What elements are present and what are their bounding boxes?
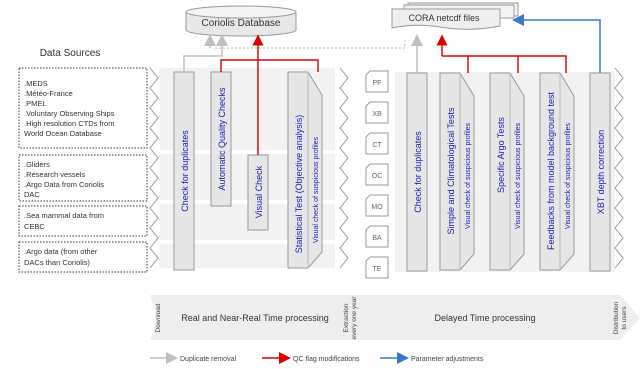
source-line: DACs than Coriolis) (24, 258, 90, 267)
rt-processing-label: Real and Near-Real Time processing (181, 313, 329, 323)
file-icon-te: TE (365, 256, 389, 279)
duplicate-dotted-line (215, 38, 406, 49)
visual-check-suspicious-label: Visual check of suspicious profiles (465, 122, 472, 229)
svg-text:.Argo data (from other D: .Argo data (from other DACs than Corioli… (24, 247, 99, 267)
source-line: DAC (24, 190, 40, 199)
statistical-test-label: Statistical Test (Objective analysis) (294, 115, 304, 253)
source-line: .Sea mammal data from (24, 211, 104, 220)
visual-check-label: Visual Check (254, 165, 264, 218)
data-source-group-1: .MEDS .Météo-France .PMEL .Voluntary Obs… (18, 67, 148, 149)
file-type-icons: PF XB CT OC MO BA TE (365, 70, 389, 279)
specific-argo-box: Specific Argo Tests Visual check of susp… (489, 72, 525, 271)
svg-text:OC: OC (372, 173, 383, 180)
zigzag-left (149, 67, 159, 269)
download-label: Download (155, 303, 162, 332)
svg-text:XB: XB (372, 111, 382, 118)
file-icon-pf: PF (365, 70, 389, 93)
simple-climatological-box: Simple and Climatological Tests Visual c… (439, 72, 475, 271)
source-line: .High resolution CTDs from (24, 119, 114, 128)
legend: Duplicate removal QC flag modifications … (150, 352, 484, 364)
source-line: .Météo-France (24, 89, 73, 98)
cora-files-label: CORA netcdf files (408, 13, 480, 23)
visual-check-suspicious-label: Visual check of suspicious profiles (565, 122, 572, 229)
visual-check-suspicious-rt-label: Visual check of suspicious profiles (313, 136, 320, 243)
arrows-to-cora (411, 14, 601, 73)
automatic-qc-box: Automatic Quality Checks (210, 71, 232, 207)
source-line: .Voluntary Observing Ships (24, 109, 115, 118)
dt-processing-label: Delayed Time processing (434, 313, 535, 323)
automatic-qc-label: Automatic Quality Checks (217, 87, 227, 191)
source-line: .MEDS (24, 79, 48, 88)
specific-argo-label: Specific Argo Tests (496, 117, 506, 193)
data-source-group-4: .Argo data (from other DACs than Corioli… (18, 241, 148, 273)
svg-text:TE: TE (373, 266, 382, 273)
svg-text:CT: CT (372, 142, 382, 149)
check-duplicates-dt-label: Check for duplicates (413, 131, 423, 213)
simple-climatological-label: Simple and Climatological Tests (446, 107, 456, 234)
data-sources-title: Data Sources (40, 48, 101, 59)
visual-check-box: Visual Check (247, 154, 269, 231)
check-duplicates-rt-box: Check for duplicates (173, 71, 195, 271)
legend-duplicate-label: Duplicate removal (180, 356, 236, 363)
arrows-to-coriolis (183, 34, 319, 155)
feedbacks-label: Feedbacks from model background test (546, 91, 556, 250)
extraction-label-1: Extraction (343, 303, 350, 332)
legend-param-label: Parameter adjustments (411, 356, 484, 363)
file-icon-ba: BA (365, 225, 389, 248)
coriolis-database: Coriolis Database (185, 5, 297, 37)
data-source-group-2: .Gliders .Research vessels .Argo Data fr… (18, 154, 148, 202)
svg-text:.MEDS .Météo-France: .MEDS .Météo-France .PMEL .Voluntary Obs… (24, 79, 117, 138)
svg-text:PF: PF (373, 80, 382, 87)
source-line: CEBC (24, 222, 45, 231)
xbt-correction-box: XBT depth correction (589, 72, 611, 272)
xbt-correction-label: XBT depth correction (596, 130, 606, 214)
file-icon-mo: MO (365, 194, 389, 217)
svg-text:.Sea mammal data from CE: .Sea mammal data from CEBC (24, 211, 106, 231)
visual-check-suspicious-label: Visual check of suspicious profiles (515, 122, 522, 229)
zigzag-right (614, 67, 624, 269)
source-line: .Research vessels (24, 170, 86, 179)
check-duplicates-dt-box: Check for duplicates (406, 72, 428, 272)
process-timeline-arrow: Download Real and Near-Real Time process… (150, 295, 640, 340)
zigzag-middle (339, 67, 349, 269)
svg-text:BA: BA (372, 235, 382, 242)
file-icon-oc: OC (365, 163, 389, 186)
source-line: .Argo Data from Coriolis (24, 180, 104, 189)
source-line: .Gliders (24, 160, 50, 169)
svg-text:MO: MO (371, 204, 383, 211)
data-source-group-3: .Sea mammal data from CEBC (18, 205, 148, 237)
coriolis-database-label: Coriolis Database (202, 18, 281, 29)
source-line: .PMEL (24, 99, 46, 108)
check-duplicates-rt-label: Check for duplicates (180, 130, 190, 212)
cora-files: CORA netcdf files (391, 2, 519, 30)
distribution-label-1: Distribution (613, 301, 620, 334)
source-line: World Ocean Database (24, 129, 102, 138)
file-icon-ct: CT (365, 132, 389, 155)
extraction-label-2: every one year (351, 296, 358, 340)
distribution-label-2: to users (621, 306, 628, 330)
legend-qc-label: QC flag modifications (293, 356, 360, 363)
file-icon-xb: XB (365, 101, 389, 124)
svg-text:.Gliders .Research vesse: .Gliders .Research vessels .Argo Data fr… (24, 160, 106, 199)
source-line: .Argo data (from other (24, 247, 98, 256)
statistical-test-box: Statistical Test (Objective analysis) Vi… (287, 71, 323, 269)
feedbacks-box: Feedbacks from model background test Vis… (539, 72, 575, 271)
